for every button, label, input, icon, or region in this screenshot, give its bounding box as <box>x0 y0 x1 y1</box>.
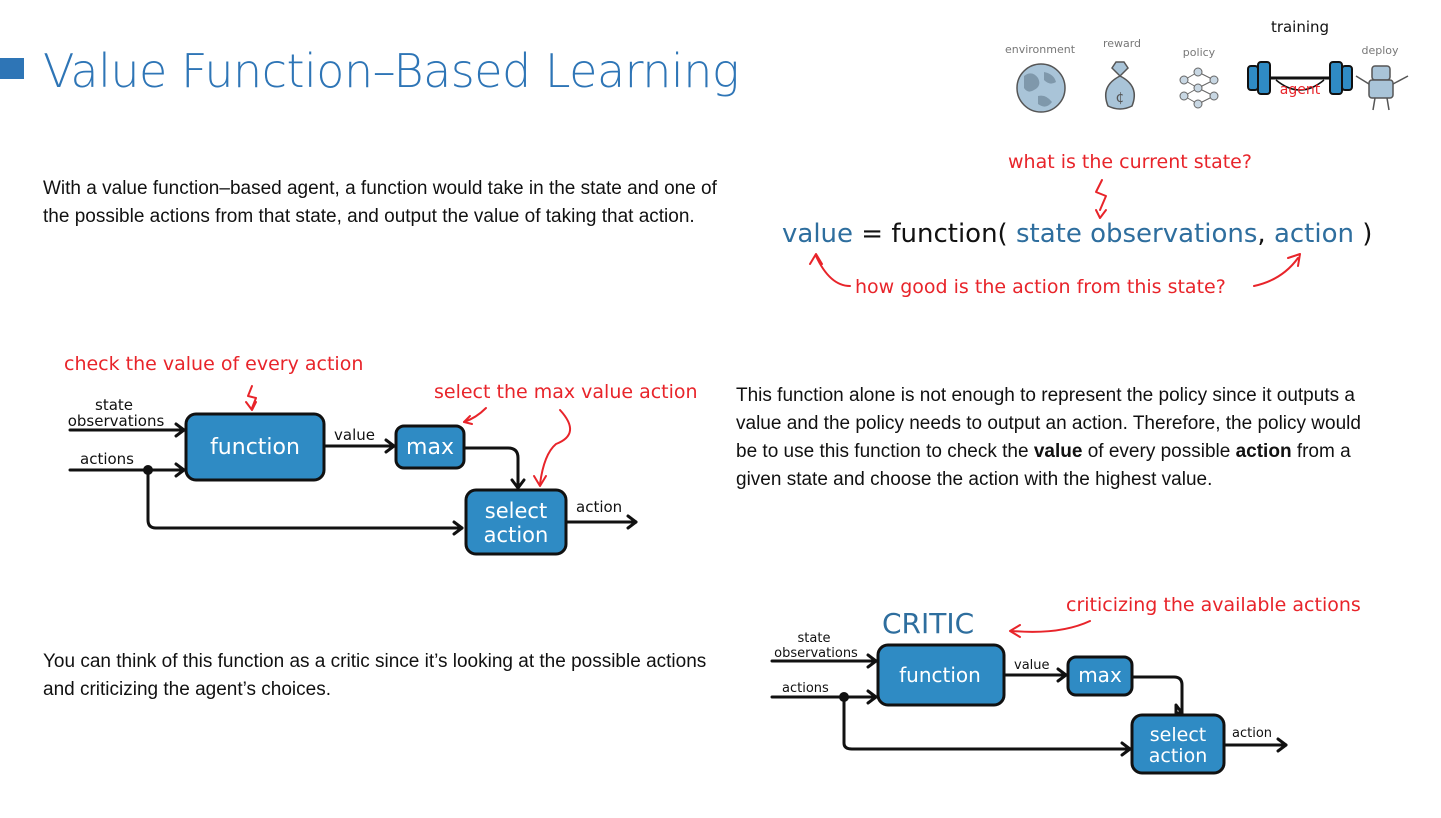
eq-close: ) <box>1354 219 1372 249</box>
paragraph-value-function: With a value function–based agent, a fun… <box>43 178 717 227</box>
critic-select-box-label-1: select <box>1150 724 1206 746</box>
svg-text:¢: ¢ <box>1116 90 1125 106</box>
progress-strip: environment reward policy training deplo… <box>1005 18 1409 113</box>
function-box-label: function <box>210 435 300 460</box>
note-how-good: how good is the action from this state? <box>855 276 1226 298</box>
paragraph-critic: You can think of this function as a crit… <box>43 651 707 700</box>
robot-icon <box>1355 65 1409 111</box>
eq-state: state observations <box>1016 219 1257 249</box>
eq-value: value <box>782 219 853 249</box>
p2-text-2: of every possible <box>1082 441 1236 462</box>
diagram-critic: CRITIC criticizing the available actions… <box>770 594 1361 775</box>
p2-bold-action: action <box>1235 441 1292 462</box>
step-policy-label: policy <box>1183 46 1216 59</box>
diagram-value-based: check the value of every action select t… <box>64 353 698 556</box>
step-training-label: training <box>1271 18 1329 36</box>
eq-comma: , <box>1257 219 1274 249</box>
input-state-label-1: state <box>95 396 133 414</box>
step-deploy-label: deploy <box>1361 44 1399 57</box>
step-environment-label: environment <box>1005 43 1076 56</box>
input-state-label-2: observations <box>68 412 165 430</box>
input-actions-label: actions <box>80 450 134 468</box>
p2-bold-value: value <box>1033 441 1083 462</box>
critic-input-actions-label: actions <box>782 681 829 696</box>
critic-function-box-label: function <box>899 663 981 687</box>
note-current-state: what is the current state? <box>1008 151 1252 173</box>
globe-icon <box>1016 63 1066 113</box>
critic-max-box-label: max <box>1078 663 1122 687</box>
step-reward-label: reward <box>1103 37 1141 50</box>
edge-value-label: value <box>334 426 375 444</box>
max-box-label: max <box>406 435 454 460</box>
slide-title: Value Function–Based Learning <box>43 44 739 98</box>
output-action-label: action <box>576 498 622 516</box>
note-select-max: select the max value action <box>434 381 698 403</box>
p2-text-1: This function alone is not enough to rep… <box>736 385 1361 462</box>
select-box-label-1: select <box>485 499 547 523</box>
agent-label: agent <box>1280 82 1321 98</box>
select-box-label-2: action <box>484 523 549 547</box>
equation-figure: what is the current state? value = funct… <box>782 151 1372 298</box>
critic-input-state-label-2: observations <box>774 646 858 661</box>
eq-function: = function( <box>853 219 1016 249</box>
critic-input-state-label-1: state <box>798 631 831 646</box>
critic-select-box-label-2: action <box>1149 745 1207 767</box>
critic-output-action-label: action <box>1232 726 1272 741</box>
p2-text-3: from a given state and choose the action… <box>736 441 1351 490</box>
equation-text: value = function( state observations, ac… <box>782 219 1372 249</box>
critic-label: CRITIC <box>882 607 974 640</box>
note-criticizing: criticizing the available actions <box>1066 594 1361 616</box>
note-check-every-action: check the value of every action <box>64 353 363 375</box>
eq-action: action <box>1274 219 1354 249</box>
barbell-agent-icon: agent <box>1247 61 1353 98</box>
neural-network-icon <box>1179 67 1219 109</box>
title-bullet <box>0 58 24 79</box>
money-bag-icon: ¢ <box>1105 61 1135 110</box>
paragraph-policy: This function alone is not enough to rep… <box>736 382 1386 494</box>
critic-edge-value-label: value <box>1014 658 1050 673</box>
